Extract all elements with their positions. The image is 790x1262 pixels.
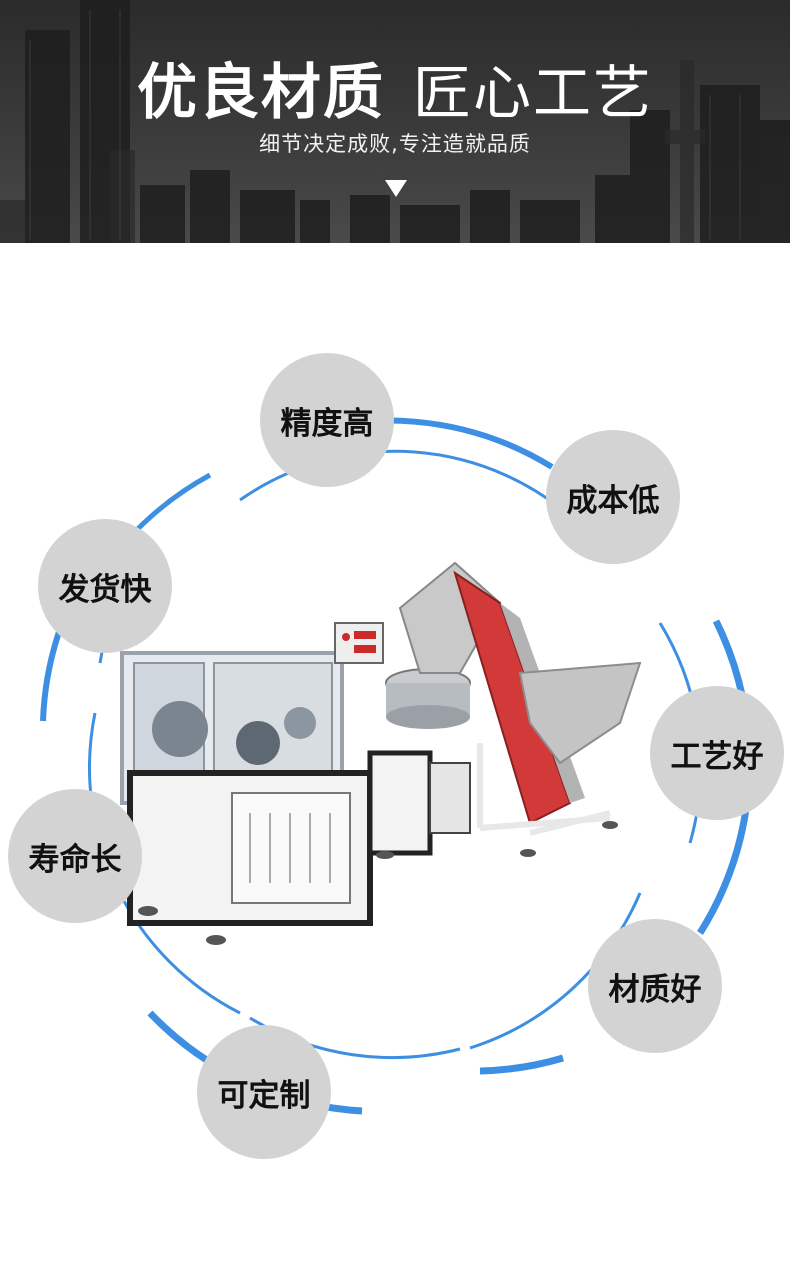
feature-label: 寿命长	[28, 841, 122, 878]
feature-label: 可定制	[217, 1077, 311, 1114]
feature-label: 成本低	[566, 482, 660, 519]
machine-image	[120, 561, 642, 945]
feature-label: 发货快	[58, 571, 152, 608]
header-banner: 优良材质匠心工艺 细节决定成败,专注造就品质	[0, 0, 790, 243]
triangle-down-icon	[385, 180, 407, 197]
feature-badge-good-craft: 工艺好	[650, 686, 784, 820]
feature-label: 精度高	[280, 405, 374, 442]
feature-label: 材质好	[608, 971, 702, 1008]
feature-badge-long-life: 寿命长	[8, 789, 142, 923]
feature-badge-customizable: 可定制	[197, 1025, 331, 1159]
feature-badge-fast-delivery: 发货快	[38, 519, 172, 653]
feature-label: 工艺好	[670, 738, 764, 775]
feature-badge-low-cost: 成本低	[546, 430, 680, 564]
feature-diagram: 精度高 成本低 发货快 工艺好 寿命长 材质好 可定制	[0, 243, 790, 1262]
banner-title: 优良材质匠心工艺	[0, 44, 790, 128]
banner-subtitle: 细节决定成败,专注造就品质	[259, 132, 531, 156]
title-quality-material: 优良材质	[136, 58, 385, 128]
title-craftsmanship: 匠心工艺	[412, 58, 653, 127]
city-skyline-image	[0, 0, 790, 243]
feature-badge-precision: 精度高	[260, 353, 394, 487]
feature-badge-good-material: 材质好	[588, 919, 722, 1053]
